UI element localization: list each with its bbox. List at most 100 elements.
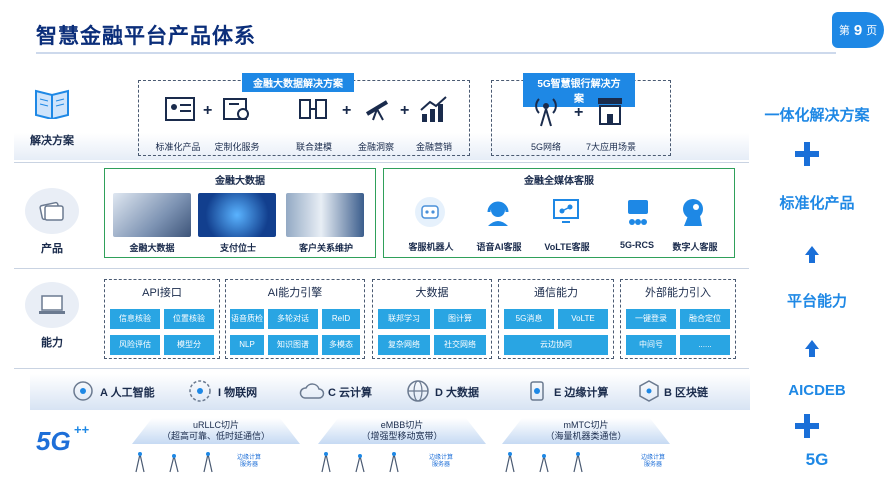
insight-item [354,96,404,126]
edge-label-line1: 边缘计算 [236,455,261,461]
solution-label-group: 解决方案 [22,80,82,148]
digital-human-icon [678,196,710,233]
cap-cell: 云边协同 [504,335,608,355]
custom-service-item [212,96,262,126]
solution-item-label: 定制化服务 [214,142,260,152]
growth-chart-icon [420,96,447,122]
media-item-label: 语音AI客服 [476,242,522,252]
cap-cell: VoLTE [558,309,608,329]
right-label-5g: 5G [805,450,829,469]
telescope-icon [365,100,389,121]
cap-group-title: 大数据 [415,287,449,299]
tech-label: E 边缘计算 [554,387,609,399]
payment-photo [198,193,276,237]
arrow-up-icon [805,340,819,349]
cap-cell: 图计算 [434,309,486,329]
product-item-label: 客户关系维护 [298,243,353,253]
edge-icon [524,378,550,409]
rcs-icon [622,196,654,233]
slice-band-embb [318,418,486,444]
bank-item-label: 7大应用场景 [585,142,636,152]
tech-label: I 物联网 [218,387,258,399]
slice-desc: （增强型移动宽带） [361,431,443,441]
row-divider [14,268,749,269]
id-card-icon [165,97,195,121]
solution-item-label: 金融洞察 [357,142,394,152]
slice-desc: （超高可靠、低时延通信） [161,431,270,441]
cap-group-comms [498,279,614,359]
tech-label: C 云计算 [328,387,372,399]
5g-logo: 5G [36,426,71,456]
plus-icon [795,142,819,166]
headset-icon [482,196,514,233]
plus-sign: + [203,102,213,119]
cap-cell: 位置核验 [164,309,214,329]
standard-product-item [150,96,210,126]
tools-icon [223,98,249,120]
cap-cell: 中间号 [626,335,676,355]
arrow-up-icon [805,246,819,255]
tech-label: B 区块链 [664,387,708,399]
edge-label-line2: 服务器 [239,461,258,468]
slice-name: eMBB切片 [380,420,424,430]
cap-cell: 风险评估 [110,335,160,355]
row-label-capability: 能力 [41,337,63,349]
cap-cell: NLP [230,335,264,355]
edge-server-label: 边缘计算服务器 [636,455,670,468]
cap-cell: 社交网络 [434,335,486,355]
cap-cell: 多模态 [322,335,360,355]
slice-band-urllc [132,418,300,444]
edge-label-line1: 边缘计算 [428,455,453,461]
capability-label-group: 能力 [22,282,82,350]
right-label-standard: 标准化产品 [779,195,855,212]
bigdata-solution-tag: 金融大数据解决方案 [242,73,354,92]
cap-cell: 多轮对话 [268,309,318,329]
cap-group-title: API接口 [142,287,182,299]
cap-group-title: 外部能力引入 [645,287,711,299]
cap-cell: 语音质检 [230,309,264,329]
cap-cell: 5G消息 [504,309,554,329]
page-number: 9 [853,21,863,39]
cap-cell: 联邦学习 [378,309,430,329]
solution-item-label: 联合建模 [295,142,332,152]
right-label-platform: 平台能力 [786,293,847,310]
marketing-item [412,94,456,128]
page-prefix: 第 [838,25,850,37]
base-station-icon [500,450,610,479]
solution-item-label: 金融营销 [415,142,452,152]
blockchain-icon [636,378,662,409]
right-label-integrated: 一体化解决方案 [764,107,870,124]
cap-cell: 一键登录 [626,309,676,329]
cloud-icon [298,378,326,409]
slice-band-mmtc [502,418,670,444]
row-label-product: 产品 [41,243,63,255]
page-title: 智慧金融平台产品体系 [36,25,256,48]
store-icon [598,98,622,125]
globe-icon [405,378,431,409]
product-label-group: 产品 [22,188,82,256]
arrow-up-stem [809,255,815,263]
title-divider [36,52,836,54]
cap-cell: 复杂网络 [378,335,430,355]
slice-desc: （海量机器类通信） [545,431,627,441]
5g-network-item [528,94,564,132]
base-station-icon [316,450,426,479]
edge-label-line1: 边缘计算 [640,455,665,461]
media-item-label: 5G-RCS [619,240,654,250]
row-label-solution: 解决方案 [30,135,74,147]
edge-label-line2: 服务器 [431,461,450,468]
signal-tower-icon [535,98,557,127]
row-divider [14,162,749,163]
solution-item-label: 标准化产品 [155,142,201,152]
cap-group-bigdata [372,279,492,359]
laptop-icon [25,282,79,328]
cap-cell: 知识图谱 [268,335,318,355]
monitor-icon [550,196,582,233]
edge-server-label: 边缘计算服务器 [424,455,458,468]
cap-cell: ...... [680,335,730,355]
slice-name: uRLLC切片 [192,420,239,430]
cap-cell: 信息核验 [110,309,160,329]
bigdata-product-title: 金融大数据 [215,176,265,187]
base-station-icon [130,450,240,479]
media-product-box [383,168,735,258]
